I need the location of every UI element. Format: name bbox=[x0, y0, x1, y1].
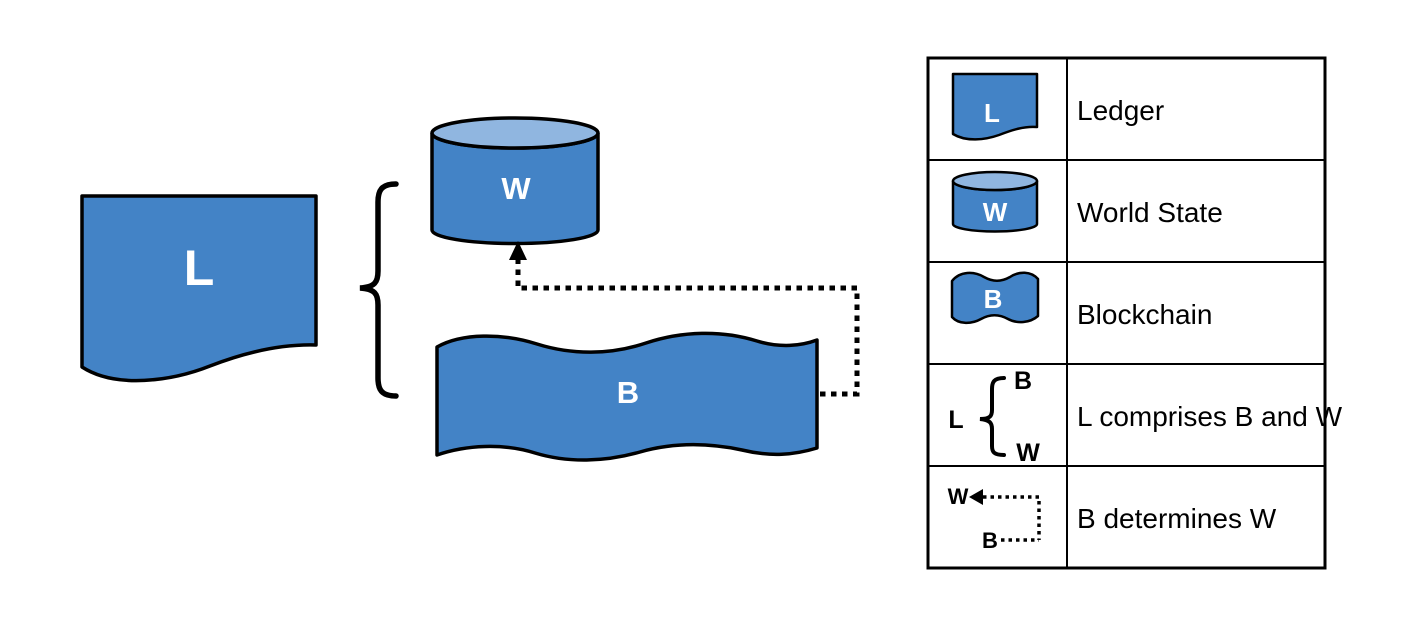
ledger-document-shape bbox=[80, 194, 318, 383]
determines-icon bbox=[983, 495, 1041, 540]
ledger-label: L bbox=[184, 240, 215, 296]
comprises-icon-letter-l: L bbox=[948, 406, 963, 434]
legend-row-world-state: W World State bbox=[951, 170, 1223, 233]
determines-connector bbox=[509, 241, 860, 397]
world-state-shape: W bbox=[430, 116, 600, 246]
ledger-icon bbox=[951, 72, 1039, 141]
determines-icon-letter-w: W bbox=[948, 484, 969, 509]
determines-icon-letter-b: B bbox=[982, 528, 998, 553]
legend-table-border bbox=[926, 56, 1327, 570]
ledger-icon-letter: L bbox=[984, 98, 1000, 128]
legend-label-world-state: World State bbox=[1077, 197, 1223, 228]
left-arrowhead-icon bbox=[969, 489, 983, 505]
legend-row-determines: W B B determines W bbox=[948, 484, 1277, 553]
legend-row-ledger: L Ledger bbox=[951, 72, 1164, 141]
world-state-icon-letter: W bbox=[983, 197, 1008, 227]
determines-dotted-path bbox=[515, 260, 860, 397]
legend-row-comprises: L B W L comprises B and W bbox=[948, 367, 1342, 467]
world-state-icon-top bbox=[951, 170, 1039, 192]
legend-label-ledger: Ledger bbox=[1077, 95, 1164, 126]
world-state-label: W bbox=[501, 171, 531, 206]
legend-label-comprises: L comprises B and W bbox=[1077, 401, 1343, 432]
world-state-cylinder-top bbox=[430, 116, 600, 150]
blockchain-label: B bbox=[617, 375, 639, 410]
legend-label-determines: B determines W bbox=[1077, 503, 1277, 534]
legend-row-blockchain: B Blockchain bbox=[950, 271, 1212, 330]
comprises-brace bbox=[359, 181, 399, 399]
blockchain-icon bbox=[950, 271, 1040, 325]
comprises-icon-letter-w: W bbox=[1016, 439, 1040, 467]
blockchain-banner-shape bbox=[435, 331, 819, 462]
up-arrowhead-icon bbox=[509, 241, 527, 260]
comprises-icon bbox=[979, 376, 1006, 457]
legend-label-blockchain: Blockchain bbox=[1077, 299, 1212, 330]
blockchain-shape: B bbox=[435, 331, 819, 462]
blockchain-icon-letter: B bbox=[984, 284, 1003, 314]
ledger-shape: L bbox=[80, 194, 318, 383]
legend-table: L Ledger W World State B Blockchain L B bbox=[926, 56, 1343, 570]
comprises-icon-letter-b: B bbox=[1014, 367, 1032, 395]
